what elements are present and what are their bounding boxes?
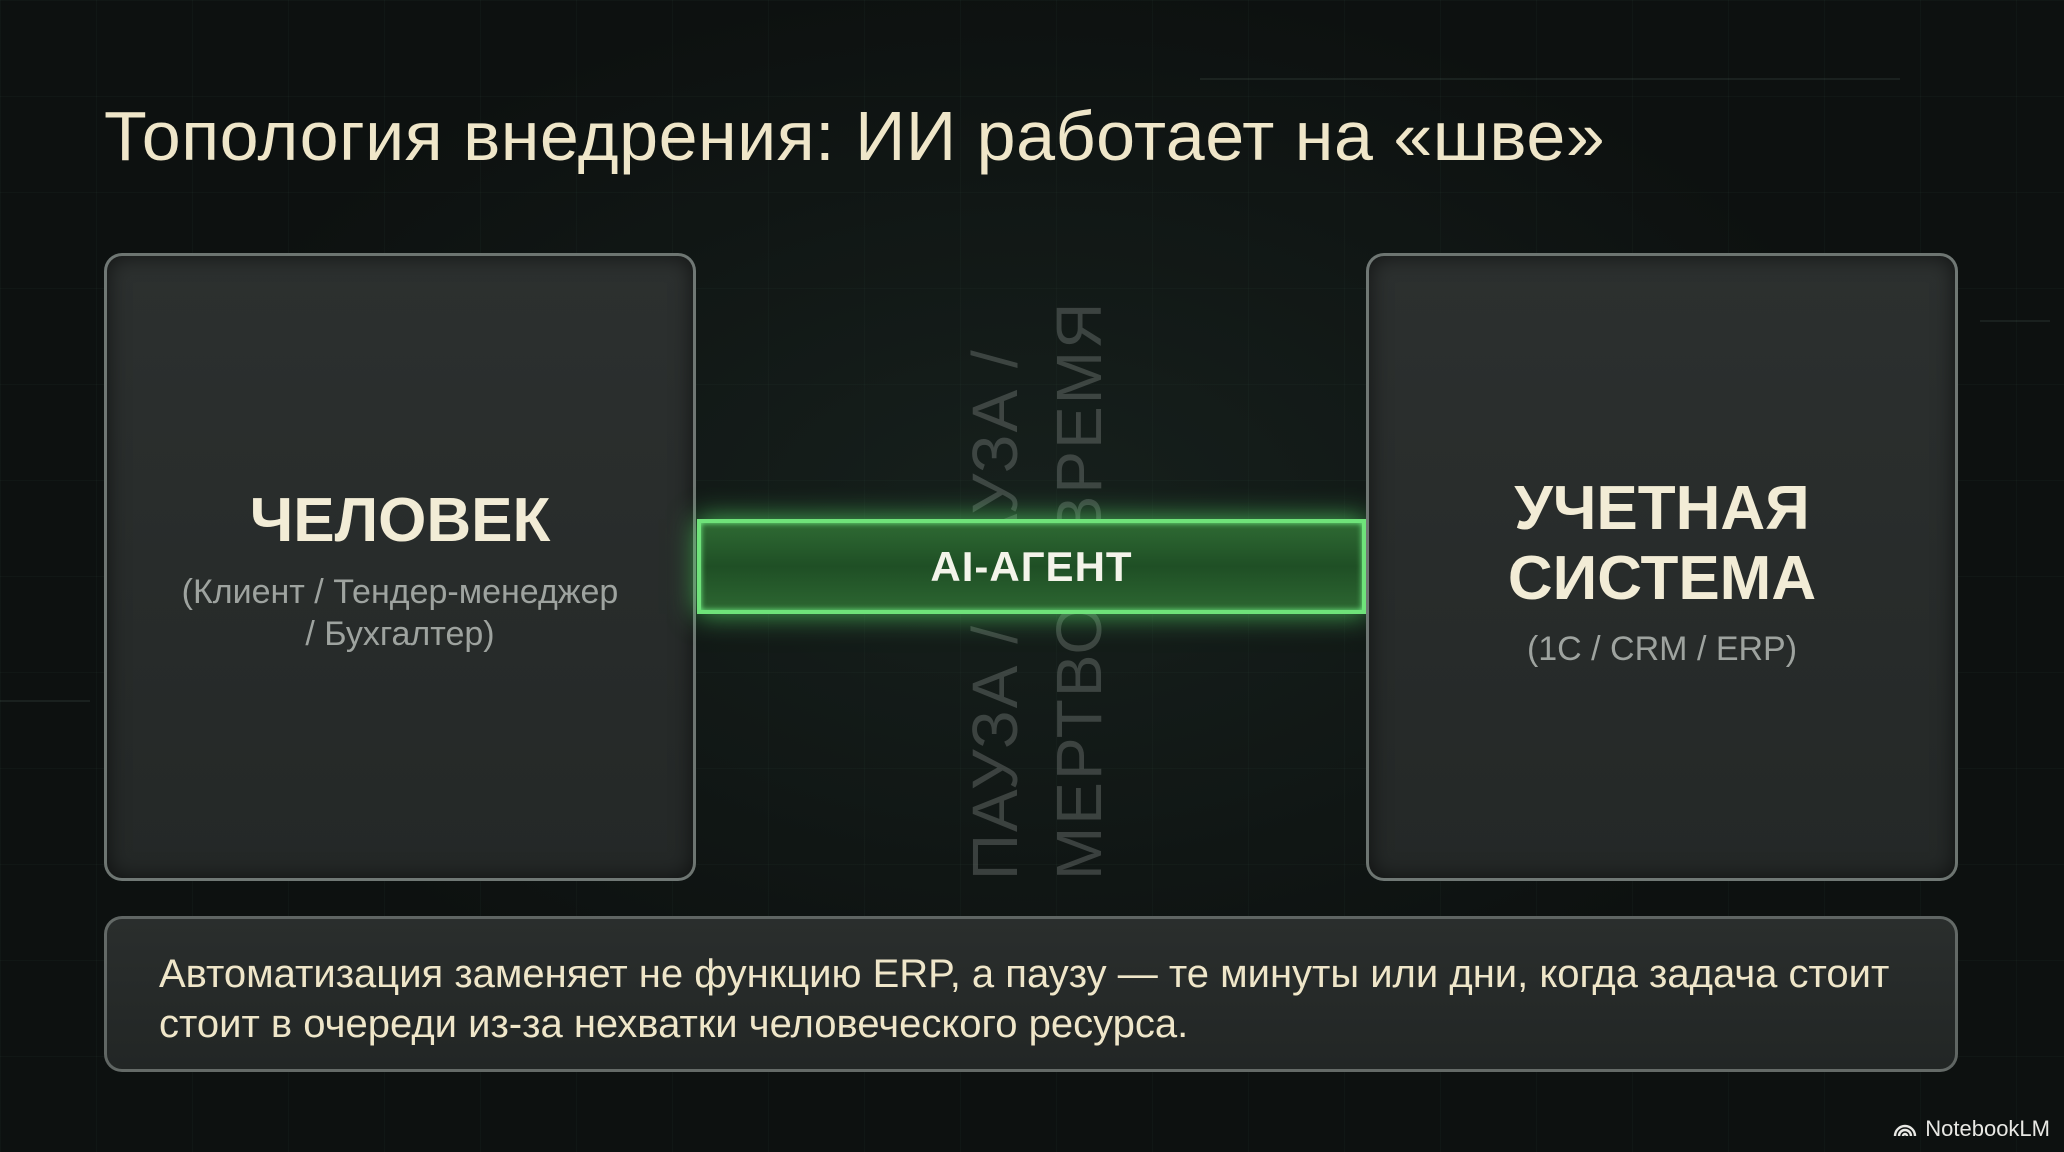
human-heading: ЧЕЛОВЕК — [249, 486, 551, 555]
human-roles-line2: / Бухгалтер) — [305, 615, 495, 653]
human-roles-line1: (Клиент / Тендер-менеджер — [181, 573, 619, 611]
accounting-system-card: УЧЕТНАЯ СИСТЕМА (1С / CRM / ERP) — [1366, 253, 1958, 881]
brand-watermark: NotebookLM — [1893, 1116, 2050, 1142]
decor-line — [1200, 78, 1900, 80]
summary-note: Автоматизация заменяет не функцию ERP, а… — [104, 916, 1958, 1072]
slide-title: Топология внедрения: ИИ работает на «шве… — [104, 97, 1606, 175]
brand-label: NotebookLM — [1925, 1116, 2050, 1141]
ai-agent-label: AI-АГЕНТ — [930, 542, 1133, 590]
human-card: ЧЕЛОВЕК (Клиент / Тендер-менеджер / Бухг… — [104, 253, 696, 881]
system-types: (1С / CRM / ERP) — [1526, 630, 1798, 668]
decor-line — [1980, 320, 2050, 322]
summary-text: Автоматизация заменяет не функцию ERP, а… — [159, 952, 1890, 1046]
notebooklm-logo-icon — [1894, 1124, 1917, 1137]
decor-line — [0, 700, 90, 702]
ai-agent-connector: AI-АГЕНТ — [697, 519, 1366, 614]
system-heading-line1: УЧЕТНАЯ — [1514, 474, 1810, 543]
system-heading-line2: СИСТЕМА — [1507, 544, 1817, 613]
